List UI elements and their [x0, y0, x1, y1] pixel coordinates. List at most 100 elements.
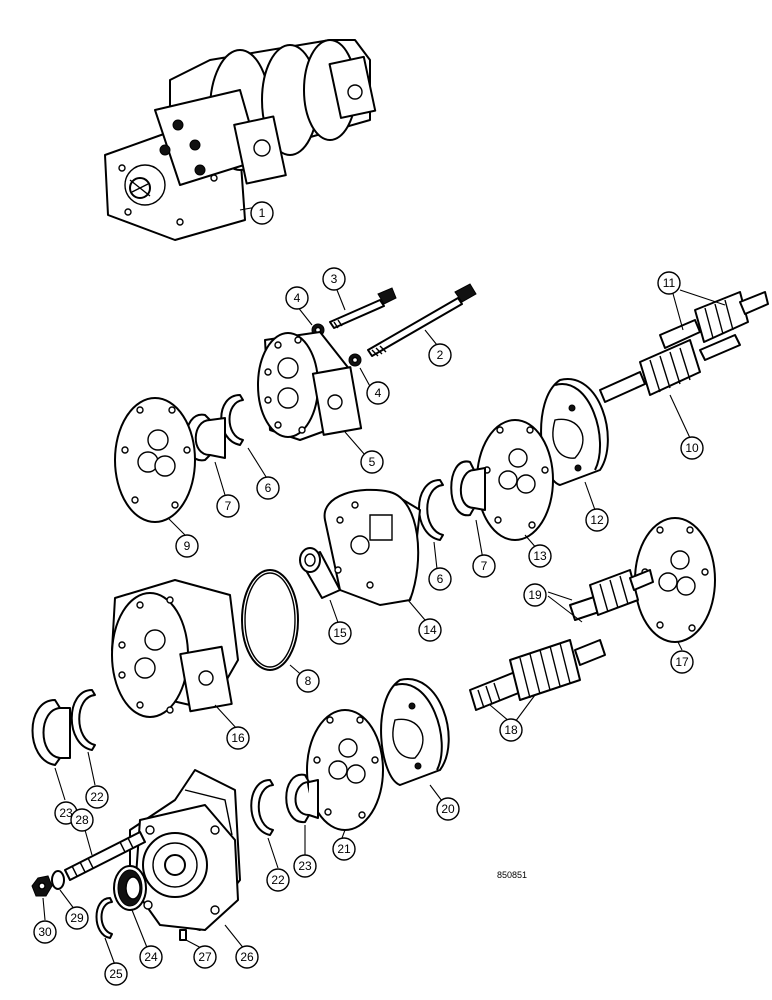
svg-text:7: 7 [225, 499, 232, 513]
gear-shaft-19 [569, 569, 654, 621]
svg-text:3: 3 [331, 272, 338, 286]
svg-text:5: 5 [369, 455, 376, 469]
nut-30 [31, 875, 53, 897]
callout-26: 26 [235, 945, 259, 969]
svg-text:28: 28 [75, 813, 89, 827]
svg-text:25: 25 [109, 967, 123, 981]
callout-8: 8 [296, 669, 320, 693]
svg-text:20: 20 [441, 802, 455, 816]
gear-housing-20 [380, 678, 450, 786]
svg-text:22: 22 [90, 790, 104, 804]
svg-text:7: 7 [481, 559, 488, 573]
stud-28 [64, 831, 146, 881]
wear-plate-21 [306, 709, 384, 831]
svg-text:17: 17 [675, 655, 689, 669]
callout-28: 28 [70, 808, 94, 832]
reference-code: 850851 [497, 870, 527, 880]
o-ring-8 [241, 569, 299, 671]
svg-text:12: 12 [590, 513, 604, 527]
lock-washer-29 [51, 870, 65, 890]
callout-21: 21 [332, 837, 356, 861]
callout-30: 30 [33, 920, 57, 944]
callout-6a: 6 [256, 476, 280, 500]
snap-ring-25 [95, 897, 113, 939]
svg-text:1: 1 [259, 206, 266, 220]
svg-text:9: 9 [184, 539, 191, 553]
wear-plate-9 [114, 397, 196, 523]
front-cover-26 [129, 769, 241, 931]
svg-text:26: 26 [240, 950, 254, 964]
svg-text:4: 4 [375, 386, 382, 400]
callout-7b: 7 [472, 554, 496, 578]
gear-housing-12 [540, 378, 609, 486]
callout-3: 3 [322, 267, 346, 291]
svg-text:4: 4 [294, 291, 301, 305]
callout-16: 16 [226, 726, 250, 750]
gear-shaft-10 [599, 334, 741, 403]
callout-15: 15 [328, 621, 352, 645]
callout-14: 14 [418, 618, 442, 642]
callout-17: 17 [670, 650, 694, 674]
svg-text:10: 10 [685, 441, 699, 455]
snap-ring-middle [418, 479, 444, 541]
seal-middle [450, 460, 486, 517]
short-bolt [329, 287, 397, 329]
callout-4b: 4 [366, 381, 390, 405]
gear-shaft-11 [659, 291, 769, 349]
callout-20: 20 [436, 797, 460, 821]
svg-text:19: 19 [528, 588, 542, 602]
seal-23-lower [285, 773, 319, 824]
svg-text:23: 23 [59, 806, 73, 820]
shaft-seal-24 [113, 865, 147, 911]
callout-1: 1 [250, 201, 274, 225]
svg-text:21: 21 [337, 842, 351, 856]
callout-7a: 7 [216, 494, 240, 518]
wear-plate-17 [634, 517, 716, 643]
callout-9: 9 [175, 534, 199, 558]
callout-6b: 6 [428, 567, 452, 591]
callout-29: 29 [65, 906, 89, 930]
callout-27: 27 [193, 945, 217, 969]
callout-11: 11 [657, 271, 681, 295]
callout-13: 13 [528, 544, 552, 568]
svg-text:24: 24 [144, 950, 158, 964]
svg-text:15: 15 [333, 626, 347, 640]
assembled-pump [104, 39, 377, 241]
callout-2: 2 [428, 343, 452, 367]
callout-22a: 22 [85, 785, 109, 809]
dowel-pin-27 [179, 929, 187, 941]
wear-plate-13 [476, 419, 554, 541]
callout-4a: 4 [285, 286, 309, 310]
callout-12: 12 [585, 508, 609, 532]
bushing-15 [299, 547, 341, 599]
svg-text:18: 18 [504, 723, 518, 737]
callout-25: 25 [104, 962, 128, 986]
long-bolt [367, 283, 477, 357]
svg-text:11: 11 [663, 276, 676, 290]
callout-5: 5 [360, 450, 384, 474]
seal-23-left [31, 699, 71, 766]
rear-cover [257, 331, 363, 441]
callout-10: 10 [680, 436, 704, 460]
callout-22b: 22 [266, 868, 290, 892]
svg-text:13: 13 [533, 549, 547, 563]
svg-text:2: 2 [437, 348, 444, 362]
callout-23b: 23 [293, 854, 317, 878]
center-section-14 [323, 488, 421, 606]
callout-19: 19 [523, 583, 547, 607]
callout-18: 18 [499, 718, 523, 742]
svg-text:27: 27 [198, 950, 212, 964]
housing-16 [111, 579, 239, 718]
svg-text:30: 30 [38, 925, 52, 939]
snap-ring-upper [220, 394, 244, 446]
snap-ring-22-left [70, 689, 96, 751]
snap-ring-22-lower [250, 779, 274, 836]
gear-shaft-18 [469, 639, 606, 711]
seal-upper [185, 413, 226, 462]
svg-text:29: 29 [70, 911, 84, 925]
svg-text:8: 8 [305, 674, 312, 688]
svg-text:6: 6 [265, 481, 272, 495]
svg-text:16: 16 [231, 731, 245, 745]
svg-text:6: 6 [437, 572, 444, 586]
